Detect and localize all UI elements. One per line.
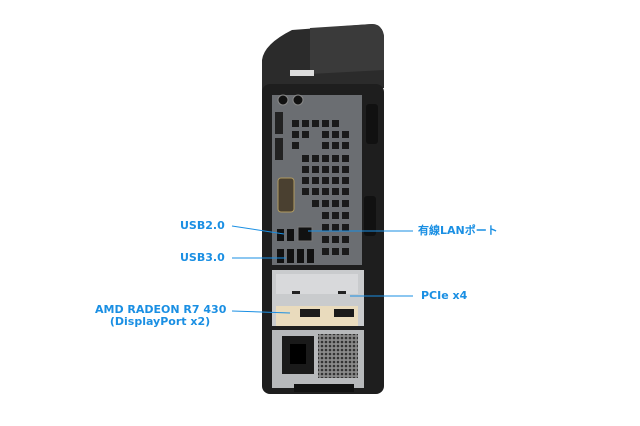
callout-gpu-line1: AMD RADEON R7 430 [95, 303, 227, 316]
usb3-port [287, 249, 294, 263]
usb3-port [307, 249, 314, 263]
displayport-onboard [275, 138, 283, 160]
callout-gpu: AMD RADEON R7 430 (DisplayPort x2) [95, 303, 227, 328]
callout-usb3: USB3.0 [180, 251, 225, 264]
usb2-port [277, 229, 284, 241]
vga-port [277, 177, 295, 213]
gpu-displayport [334, 309, 354, 317]
callout-lines [231, 225, 413, 314]
usb3-port [277, 249, 284, 263]
lan-port [297, 226, 313, 242]
gpu-displayport [300, 309, 320, 317]
usb2-port [287, 229, 294, 241]
audio-jack [292, 94, 304, 106]
callout-usb2: USB2.0 [180, 219, 225, 232]
pcie-slot-cover [276, 274, 358, 294]
usb3-port [297, 249, 304, 263]
callout-lan: 有線LANポート [418, 224, 498, 237]
audio-jack [277, 94, 289, 106]
displayport-onboard [275, 112, 283, 134]
callout-gpu-line2: (DisplayPort x2) [109, 315, 211, 328]
callout-pcie: PCIe x4 [421, 289, 468, 302]
